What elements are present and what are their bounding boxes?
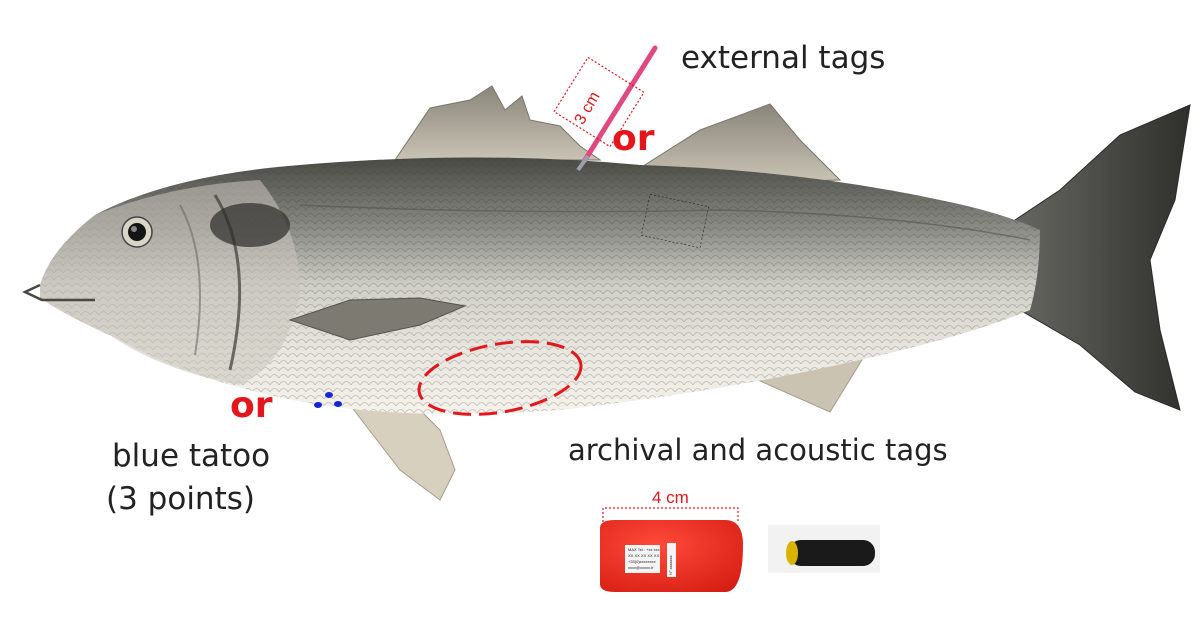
or-label-top: or xyxy=(612,118,655,159)
archival-acoustic-label: archival and acoustic tags xyxy=(568,433,948,467)
measure-3cm-label: 3 cm xyxy=(572,89,604,128)
or-label-left: or xyxy=(230,385,273,426)
measure-4cm-bracket xyxy=(603,508,738,522)
dorsal-fin-spiny xyxy=(395,86,600,160)
blue-tatoo-label: blue tatoo xyxy=(112,438,270,474)
external-tags-label: external tags xyxy=(681,40,885,76)
archival-tag-line-1: MAX Tel : +xx xxx xyxy=(628,547,660,552)
pelvic-fin xyxy=(350,405,455,500)
archival-tag-icon: MAX Tel : +xx xxx XX XX XX XX XX +33(0)x… xyxy=(600,520,743,592)
archival-tag-line-3: +33(0)xxxxxxxx xyxy=(628,559,656,564)
blue-tatoo-sublabel: (3 points) xyxy=(106,481,255,517)
archival-tag-line-2: XX XX XX XX XX xyxy=(628,553,659,558)
archival-tag-side-text: N° xxxxxxx xyxy=(668,555,673,575)
archival-tag-line-4: xxxx@xxxxx.fr xyxy=(628,565,654,570)
measure-4cm-label: 4 cm xyxy=(652,488,689,507)
acoustic-tag-icon xyxy=(768,525,880,573)
